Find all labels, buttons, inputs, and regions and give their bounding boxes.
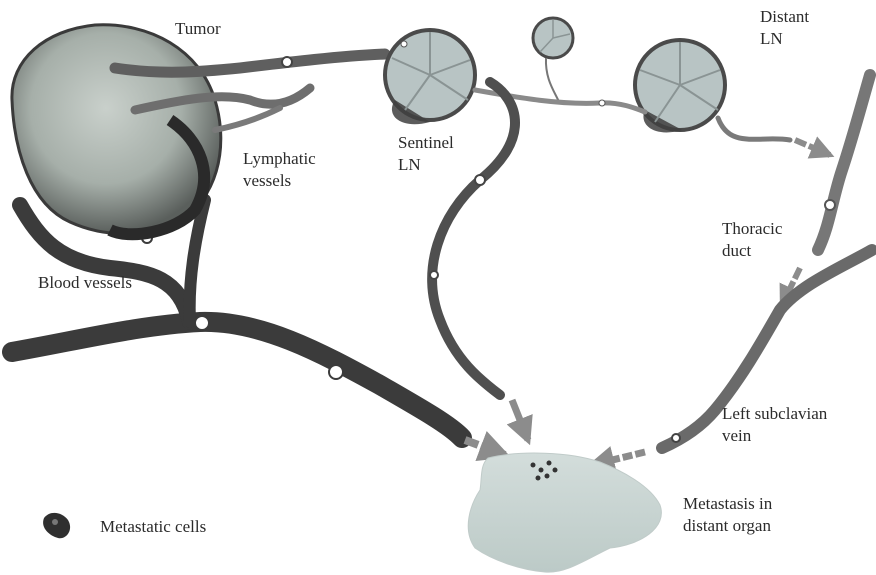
metastatic-cell-icon <box>43 513 70 538</box>
lymphatic-vessel-sentinel-efferent <box>432 82 515 395</box>
metastatic-cell-marker <box>329 365 343 379</box>
metastatic-cell-marker <box>195 316 209 330</box>
metastatic-cell-marker <box>282 57 292 67</box>
blood-vessel-main <box>12 322 462 438</box>
thoracic-duct <box>818 75 870 250</box>
label-left-subclavian-vein: Left subclavian vein <box>722 403 827 447</box>
metastatic-cell-marker <box>672 434 680 442</box>
label-metastasis: Metastasis in distant organ <box>683 493 772 537</box>
distant-lymph-node <box>635 40 725 132</box>
blood-vessels-group <box>12 200 462 438</box>
sentinel-lymph-node <box>385 30 475 124</box>
metastatic-cell-marker <box>599 100 605 106</box>
label-lymphatic-vessels: Lymphatic vessels <box>243 148 316 192</box>
small-lymph-node <box>533 18 573 104</box>
metastatic-cell-marker <box>430 271 438 279</box>
label-metastatic-cells: Metastatic cells <box>100 516 206 538</box>
label-distant-ln: Distant LN <box>760 6 809 50</box>
metastatic-cell-marker <box>475 175 485 185</box>
lymphatic-vessel-small <box>215 108 280 130</box>
tumor <box>12 25 221 234</box>
lymphatic-vessel-efferent <box>718 118 790 140</box>
label-thoracic-duct: Thoracic duct <box>722 218 782 262</box>
label-sentinel-ln: Sentinel LN <box>398 132 454 176</box>
label-blood-vessels: Blood vessels <box>38 272 132 294</box>
label-tumor: Tumor <box>175 18 221 40</box>
arrow-blood-to-organ <box>465 440 505 455</box>
metastatic-cell-marker <box>825 200 835 210</box>
arrow-to-thoracic-duct <box>795 140 830 155</box>
arrow-lymph-to-organ <box>512 400 528 440</box>
distant-organ <box>468 453 661 572</box>
